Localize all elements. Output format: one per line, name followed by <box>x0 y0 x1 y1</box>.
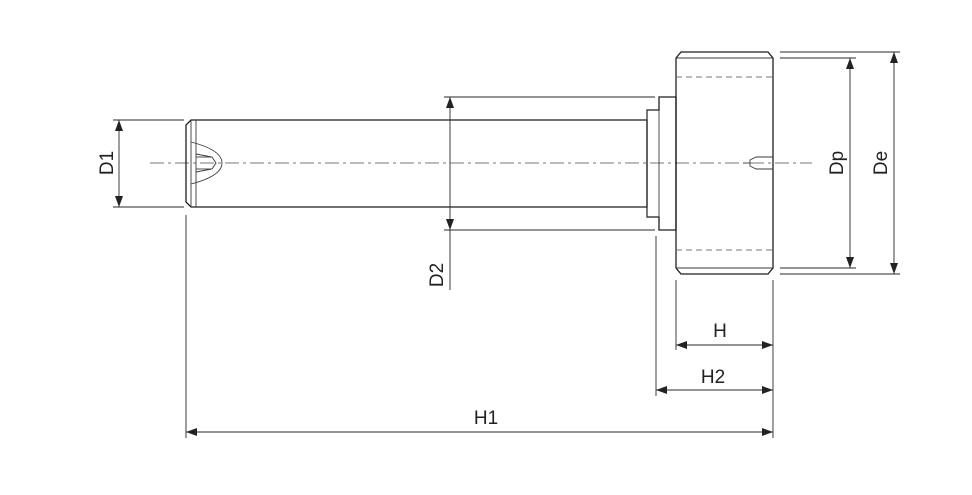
head <box>675 51 774 275</box>
label-d2: D2 <box>427 263 448 287</box>
dim-de <box>780 51 900 275</box>
label-h2: H2 <box>701 367 725 388</box>
dim-h <box>676 341 773 349</box>
collar <box>646 96 677 231</box>
extension-lines <box>185 215 774 438</box>
label-h1: H1 <box>474 408 498 429</box>
label-dp: Dp <box>827 151 848 175</box>
label-de: De <box>871 151 892 175</box>
dim-d2 <box>444 96 655 290</box>
label-h: H <box>713 321 727 342</box>
shank <box>185 119 648 208</box>
label-d1: D1 <box>97 151 118 175</box>
dim-dp <box>780 57 856 269</box>
dim-h1 <box>186 428 773 436</box>
dim-d1 <box>113 119 184 208</box>
dim-h2 <box>656 386 773 394</box>
